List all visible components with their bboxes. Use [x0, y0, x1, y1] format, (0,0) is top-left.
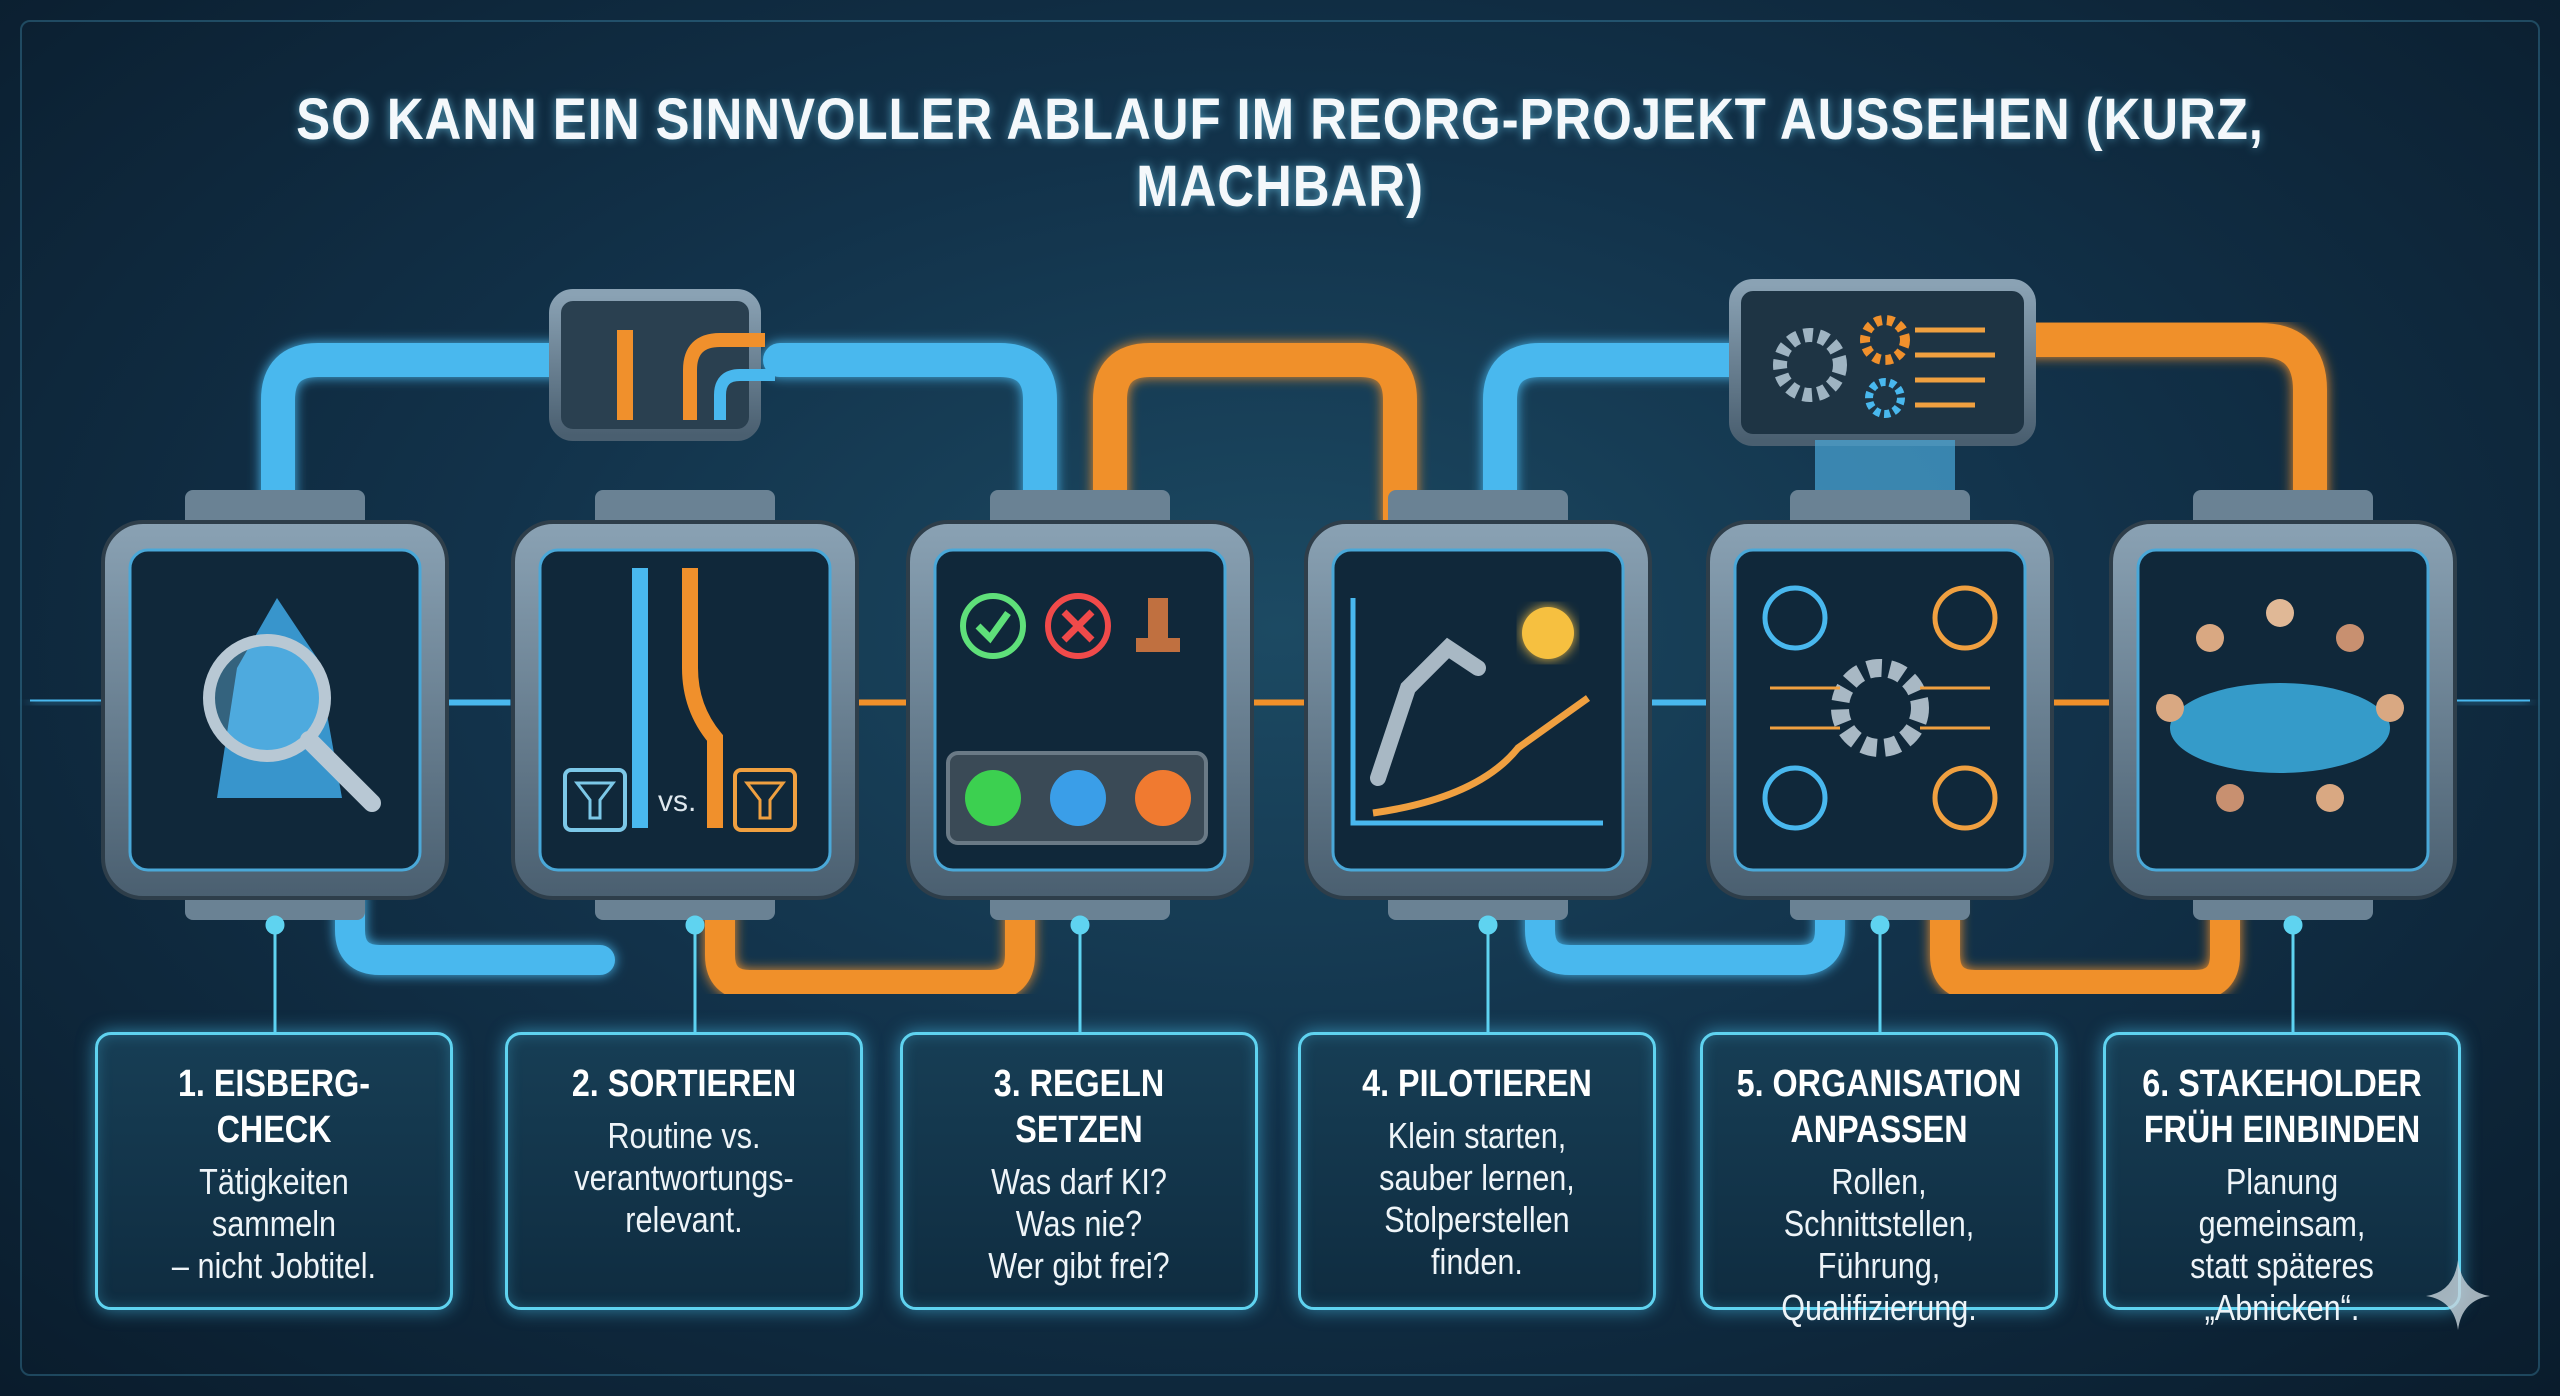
pipe-orange-bottom-2	[705, 880, 1035, 1000]
step-card-5: 5. ORGANISATION ANPASSEN Rollen, Schnitts…	[1700, 1032, 2058, 1328]
connector-dot	[265, 915, 285, 1032]
step-description: Was darf KI? Was nie? Wer gibt frei?	[988, 1161, 1170, 1286]
step-heading: 2. SORTIEREN	[571, 1063, 797, 1105]
connector-dot	[685, 915, 705, 1032]
step-heading: 1. EISBERG-CHECK	[177, 1063, 371, 1151]
step-card-1: 1. EISBERG-CHECK Tätigkeiten sammeln – ni…	[95, 1032, 453, 1310]
step-card-3: 3. REGELN SETZEN Was darf KI? Was nie? We…	[900, 1032, 1258, 1310]
pipe-orange-5	[2013, 323, 2327, 537]
page-title: SO KANN EIN SINNVOLLER ABLAUF IM REORG-P…	[296, 87, 2264, 219]
module-5	[1706, 490, 2054, 920]
outer-frame	[20, 20, 2540, 1376]
vs-label: vs.	[658, 785, 697, 818]
side-connectors	[30, 692, 2530, 718]
card-connectors	[265, 915, 2303, 1032]
gear-box	[1729, 279, 2036, 525]
step-card-4: 4. PILOTIEREN Klein starten, sauber lerne…	[1298, 1032, 1656, 1310]
step-description: Planung gemeinsam, statt späteres „Abnic…	[2190, 1161, 2374, 1328]
step-description: Tätigkeiten sammeln – nicht Jobtitel.	[171, 1161, 377, 1286]
pipe-blue-1	[261, 343, 577, 537]
connector-dot	[1070, 915, 1090, 1032]
step-card-2: 2. SORTIEREN Routine vs. verantwortungs- …	[505, 1032, 863, 1310]
module-6	[2109, 490, 2457, 920]
pipe-blue-bottom-3	[1525, 880, 1845, 975]
splitter-box	[549, 289, 775, 441]
connector-dot	[1478, 915, 1498, 1032]
pipe-blue-bottom-1	[335, 880, 615, 975]
step-card-6: 6. STAKEHOLDER FRÜH EINBINDEN Planung gem…	[2103, 1032, 2461, 1328]
bottom-pipes	[335, 880, 2240, 1000]
step-description: Rollen, Schnittstellen, Führung, Qualifi…	[1781, 1161, 1977, 1328]
step-heading: 5. ORGANISATION ANPASSEN	[1736, 1063, 2022, 1151]
pipe-orange-3	[1093, 343, 1417, 537]
pipe-orange-bottom-4	[1930, 880, 2240, 1000]
module-4	[1304, 490, 1652, 920]
step-description: Routine vs. verantwortungs- relevant.	[574, 1115, 794, 1240]
module-1	[101, 490, 449, 920]
connector-dot	[2283, 915, 2303, 1032]
module-2	[511, 490, 859, 920]
step-heading: 4. PILOTIEREN	[1362, 1063, 1592, 1105]
step-description: Klein starten, sauber lernen, Stolperste…	[1379, 1115, 1575, 1282]
pipe-blue-4	[1483, 343, 1757, 537]
step-heading: 6. STAKEHOLDER FRÜH EINBINDEN	[2142, 1063, 2422, 1151]
step-heading: 3. REGELN SETZEN	[993, 1063, 1165, 1151]
top-pipes	[261, 323, 2327, 537]
module-3	[906, 490, 1254, 920]
connector-dot	[1870, 915, 1890, 1032]
pipe-blue-2	[763, 343, 1057, 537]
